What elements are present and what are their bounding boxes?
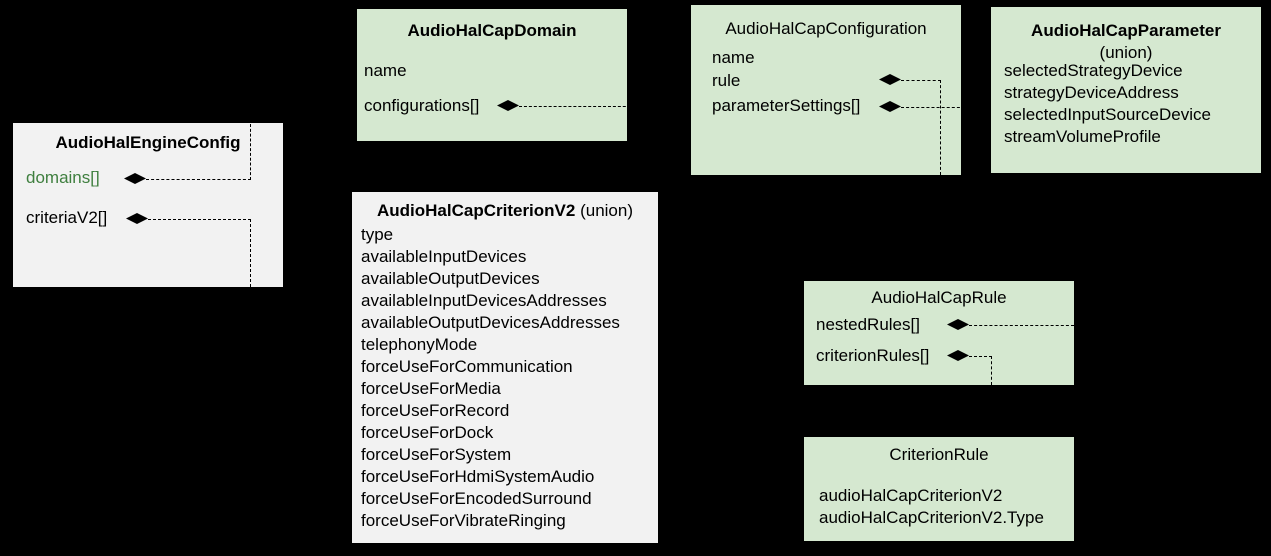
class-title-text: CriterionRule [889,445,989,464]
class-title-criterion-rule: CriterionRule [804,445,1074,465]
field-nested-rules: nestedRules[] [816,315,920,334]
field-force-use-for-system: forceUseForSystem [361,445,512,464]
field-stream-volume-profile: streamVolumeProfile [1004,127,1161,146]
field-available-output-devices-addresses: availableOutputDevicesAddresses [361,313,620,332]
class-title-text: AudioHalCapConfiguration [725,19,927,38]
edge-criteria-v2-vertical [250,219,251,287]
field-force-use-for-dock: forceUseForDock [361,423,494,442]
class-title-suffix-text: (union) [580,201,633,220]
field-audio-hal-cap-criterion-v2-type: audioHalCapCriterionV2.Type [819,508,1044,527]
class-title-suffix-text: (union) [1099,43,1153,62]
field-configuration-name: name [712,48,755,67]
class-title-text: AudioHalCapRule [871,288,1007,307]
field-available-input-devices-addresses: availableInputDevicesAddresses [361,291,607,310]
composition-diamond-criteria-v2 [126,213,148,224]
class-box-audio-hal-cap-domain[interactable]: AudioHalCapDomain [357,9,627,141]
class-title-text: AudioHalEngineConfig [55,133,241,152]
edge-nested-rules-horizontal [969,325,1074,326]
composition-diamond-parameter-settings [879,101,901,112]
edge-domains-vertical [250,124,251,180]
class-box-audio-hal-engine-config[interactable]: AudioHalEngineConfig [13,123,283,287]
field-available-output-devices: availableOutputDevices [361,269,540,288]
class-title-audio-hal-cap-domain: AudioHalCapDomain [357,21,627,41]
field-criterion-type: type [361,225,394,244]
field-strategy-device-address: strategyDeviceAddress [1004,83,1179,102]
composition-diamond-criterion-rules [947,350,969,361]
field-force-use-for-encoded-surround: forceUseForEncodedSurround [361,489,592,508]
field-force-use-for-vibrate-ringing: forceUseForVibrateRinging [361,511,566,530]
class-title-text: AudioHalCapParameter [1031,21,1221,40]
class-box-audio-hal-cap-configuration[interactable]: AudioHalCapConfiguration [691,5,961,175]
class-box-audio-hal-cap-criterion-v2[interactable]: AudioHalCapCriterionV2 (union) [352,192,658,543]
class-box-criterion-rule[interactable]: CriterionRule [804,437,1074,541]
field-criteria-v2: criteriaV2[] [26,208,108,227]
field-force-use-for-media: forceUseForMedia [361,379,501,398]
field-available-input-devices: availableInputDevices [361,247,527,266]
edge-criterion-rules-vertical [991,356,992,385]
field-audio-hal-cap-criterion-v2: audioHalCapCriterionV2 [819,486,1003,505]
field-configurations: configurations[] [364,96,480,115]
composition-diamond-nested-rules [947,319,969,330]
composition-diamond-domains [124,173,146,184]
field-selected-strategy-device: selectedStrategyDevice [1004,61,1183,80]
field-force-use-for-hdmi-system-audio: forceUseForHdmiSystemAudio [361,467,595,486]
field-domain-name: name [364,61,407,80]
class-title-text: AudioHalCapCriterionV2 [376,201,576,220]
field-rule: rule [712,71,741,90]
composition-diamond-rule [879,74,901,85]
class-title-audio-hal-engine-config: AudioHalEngineConfig [13,133,283,153]
edge-configurations-horizontal [519,106,695,107]
field-telephony-mode: telephonyMode [361,335,478,354]
edge-domains-horizontal [146,179,251,180]
class-box-audio-hal-cap-rule[interactable]: AudioHalCapRule [804,281,1074,385]
composition-diamond-configurations [497,100,519,111]
field-force-use-for-communication: forceUseForCommunication [361,357,573,376]
class-title-audio-hal-cap-criterion-v2: AudioHalCapCriterionV2 (union) [352,201,658,221]
edge-rule-horizontal [901,80,941,81]
class-box-audio-hal-cap-parameter[interactable]: AudioHalCapParameter (union) [991,7,1261,173]
field-force-use-for-record: forceUseForRecord [361,401,510,420]
class-title-audio-hal-cap-rule: AudioHalCapRule [804,288,1074,308]
class-title-audio-hal-cap-parameter: AudioHalCapParameter [991,21,1261,41]
field-selected-input-source-device: selectedInputSourceDevice [1004,105,1211,124]
edge-criterion-rules-horizontal [969,356,992,357]
edge-parameter-settings-horizontal [901,107,1031,108]
field-criterion-rules: criterionRules[] [816,346,930,365]
class-title-suffix-audio-hal-cap-parameter: (union) [991,43,1261,63]
class-title-audio-hal-cap-configuration: AudioHalCapConfiguration [691,19,961,39]
edge-criteria-v2-horizontal [148,219,251,220]
class-title-text: AudioHalCapDomain [407,21,577,40]
edge-rule-vertical [940,80,941,175]
field-parameter-settings: parameterSettings[] [712,96,861,115]
field-domains: domains[] [26,168,100,187]
